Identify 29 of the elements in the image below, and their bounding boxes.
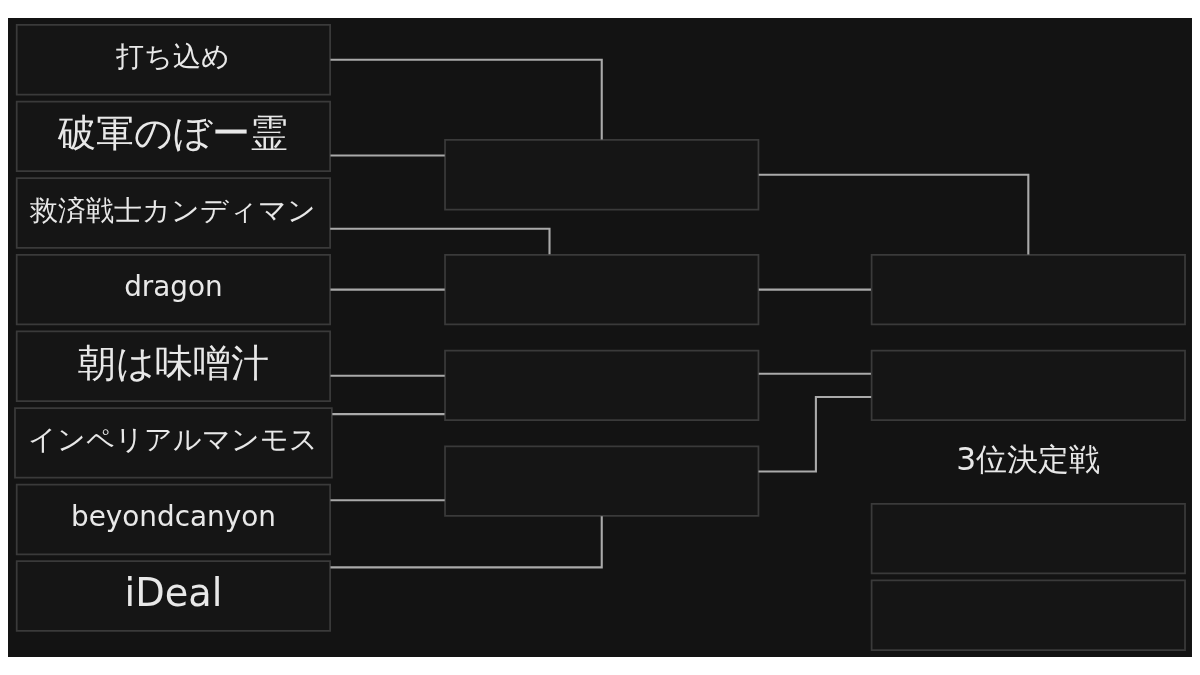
label: 3位決定戦 — [956, 440, 1101, 477]
connector — [330, 499, 445, 502]
node-box — [444, 139, 760, 211]
connector — [330, 516, 603, 569]
connector — [758, 173, 1030, 255]
connector — [332, 413, 445, 416]
node-box — [870, 349, 1186, 422]
node-box: インペリアルマンモス — [14, 407, 333, 479]
connector — [758, 372, 871, 375]
node-box: dragon — [15, 253, 331, 326]
node-box: 救済戦士カンディマン — [15, 177, 331, 249]
node-box: iDeal — [15, 560, 331, 632]
connector — [330, 288, 445, 291]
node-box — [444, 253, 760, 326]
node-box: 破軍のぼー霊 — [15, 100, 331, 173]
node-box — [870, 579, 1186, 651]
node-box — [444, 445, 760, 517]
node-box — [870, 502, 1186, 575]
node-box: 打ち込め — [15, 24, 331, 96]
connector — [330, 154, 445, 157]
connector — [330, 58, 603, 140]
connector — [758, 395, 872, 473]
connector — [330, 227, 551, 255]
node-box — [444, 349, 760, 422]
node-box: 朝は味噌汁 — [15, 330, 331, 402]
node-box: beyondcanyon — [15, 483, 331, 556]
connector — [758, 288, 871, 291]
connector — [330, 374, 445, 377]
node-box — [870, 253, 1186, 326]
